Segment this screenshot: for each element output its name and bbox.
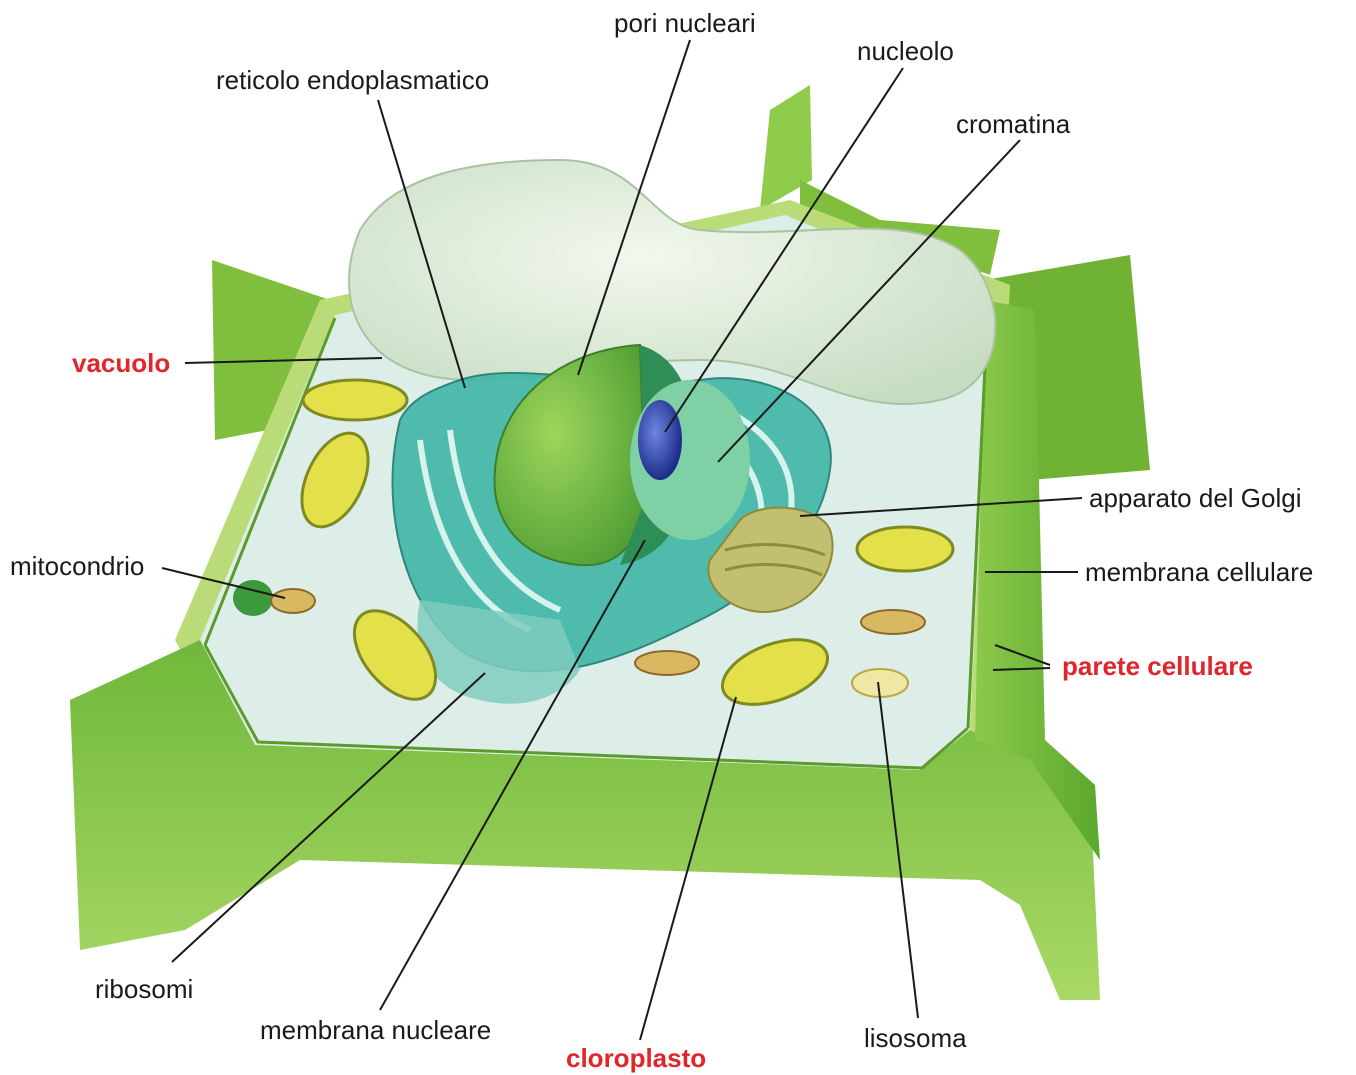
label-membrana-nucleare: membrana nucleare xyxy=(260,1017,491,1043)
label-cromatina: cromatina xyxy=(956,111,1070,137)
label-cloroplasto: cloroplasto xyxy=(566,1045,706,1071)
label-membrana-cellulare: membrana cellulare xyxy=(1085,559,1313,585)
label-pori-nucleari: pori nucleari xyxy=(614,10,756,36)
nucleolus xyxy=(638,400,682,480)
label-mitocondrio: mitocondrio xyxy=(10,553,144,579)
label-vacuolo: vacuolo xyxy=(72,350,170,376)
label-ribosomi: ribosomi xyxy=(95,976,193,1002)
label-nucleolo: nucleolo xyxy=(857,38,954,64)
label-lisosoma: lisosoma xyxy=(864,1025,967,1051)
label-reticolo-endoplasmatico: reticolo endoplasmatico xyxy=(216,67,489,93)
label-parete-cellulare: parete cellulare xyxy=(1062,653,1253,679)
label-apparato-del-golgi: apparato del Golgi xyxy=(1089,485,1301,511)
